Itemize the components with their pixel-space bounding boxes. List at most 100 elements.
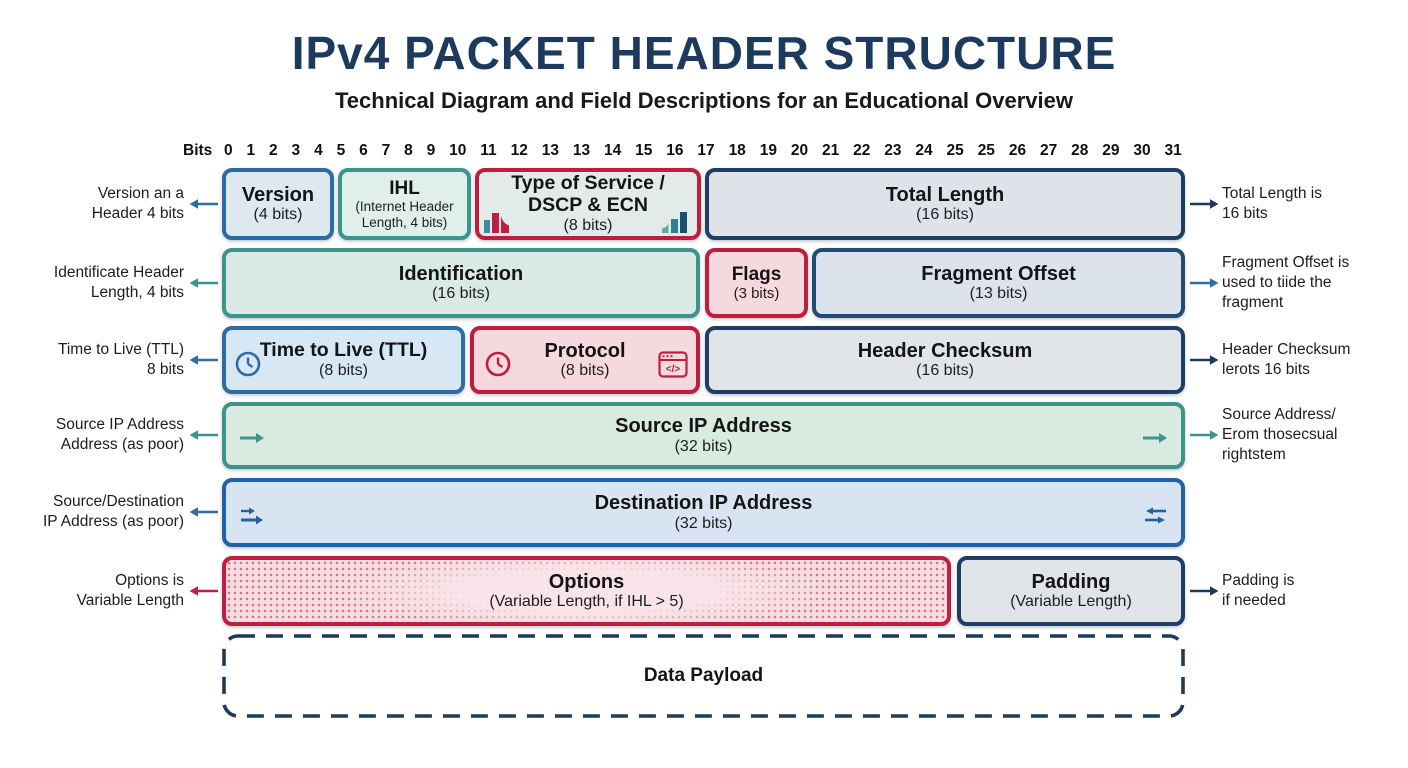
left-arrow-icon xyxy=(189,586,218,596)
right-label-total-length: Total Length is 16 bits xyxy=(1222,185,1322,222)
bit-tick: 4 xyxy=(314,142,323,159)
field-ihl: IHL (Internet Header Length, 4 bits) xyxy=(338,168,471,240)
right-label-fragment-offset: Fragment Offset is used to tiide the fra… xyxy=(1222,254,1350,311)
bit-tick: 7 xyxy=(381,142,391,159)
field-flags-title: Flags xyxy=(731,263,782,285)
field-identification-title: Identification xyxy=(398,262,524,285)
field-padding-title: Padding xyxy=(1031,570,1111,593)
bit-tick: 28 xyxy=(1071,142,1089,159)
bit-tick: 13 xyxy=(572,142,591,159)
right-label-header-checksum: Header Checksum lerots 16 bits xyxy=(1222,341,1351,378)
left-label-options: Options is Variable Length xyxy=(76,572,184,609)
bit-tick: 16 xyxy=(666,142,684,159)
clock-icon xyxy=(485,351,511,377)
left-label-destination-ip: Source/Destination IP Address (as poor) xyxy=(42,493,184,530)
field-header-checksum-title: Header Checksum xyxy=(857,339,1033,362)
bit-tick: 15 xyxy=(635,142,653,159)
bit-tick: 8 xyxy=(404,142,413,159)
field-destination-ip-sub: (32 bits) xyxy=(674,514,733,532)
field-protocol: </> Protocol (8 bits) xyxy=(470,326,700,394)
field-data-payload: Data Payload xyxy=(222,634,1185,718)
field-fragment-offset-title: Fragment Offset xyxy=(921,262,1076,285)
left-right-arrows-icon xyxy=(1145,507,1166,524)
field-data-payload-title: Data Payload xyxy=(643,665,764,686)
field-destination-ip-title: Destination IP Address xyxy=(594,492,813,515)
right-arrow-icon xyxy=(1190,278,1219,288)
bit-tick: 0 xyxy=(224,142,233,159)
bit-tick: 23 xyxy=(884,142,902,159)
right-arrow-icon xyxy=(1190,430,1219,440)
dashed-border xyxy=(222,634,1185,718)
bit-tick: 25 xyxy=(946,142,964,159)
bit-tick: 5 xyxy=(336,142,346,159)
left-label-version: Version an a Header 4 bits xyxy=(91,185,184,222)
right-arrow-icon xyxy=(1143,433,1167,443)
bit-tick: 31 xyxy=(1164,142,1182,159)
bit-tick: 2 xyxy=(269,142,278,159)
field-type-of-service-sub: (8 bits) xyxy=(563,216,613,234)
field-ihl-title: IHL xyxy=(389,177,420,199)
field-header-checksum: Header Checksum (16 bits) xyxy=(705,326,1185,394)
field-source-ip-sub: (32 bits) xyxy=(674,437,733,455)
bit-tick: 30 xyxy=(1133,142,1151,159)
right-arrow-icon xyxy=(1190,199,1219,209)
field-protocol-sub: (8 bits) xyxy=(560,362,610,379)
left-arrow-icon xyxy=(189,199,218,209)
page-subtitle: Technical Diagram and Field Descriptions… xyxy=(334,88,1073,113)
bit-tick: 29 xyxy=(1102,142,1120,159)
svg-text:</>: </> xyxy=(666,364,681,375)
field-total-length-title: Total Length xyxy=(885,183,1005,206)
bit-tick: 22 xyxy=(853,142,871,159)
field-type-of-service-title: Type of Service / DSCP & ECN xyxy=(511,171,665,216)
field-protocol-title: Protocol xyxy=(544,339,626,362)
left-arrow-icon xyxy=(189,278,218,288)
field-source-ip-title: Source IP Address xyxy=(615,415,792,438)
bit-tick: 3 xyxy=(291,142,301,159)
field-fragment-offset: Fragment Offset (13 bits) xyxy=(812,248,1185,318)
bit-tick: 12 xyxy=(510,142,528,159)
bit-tick: 9 xyxy=(426,142,436,159)
left-label-source-ip: Source IP Address Address (as poor) xyxy=(55,416,184,453)
left-arrow-icon xyxy=(189,507,218,517)
bit-tick: 17 xyxy=(697,142,715,159)
right-arrow-icon xyxy=(240,433,264,443)
right-label-padding: Padding is if needed xyxy=(1222,572,1295,609)
left-label-identification: Identificate Header Length, 4 bits xyxy=(53,264,184,301)
bit-tick: 27 xyxy=(1039,142,1058,159)
bit-tick: 24 xyxy=(915,142,933,159)
left-arrow-icon xyxy=(189,355,218,365)
field-header-checksum-sub: (16 bits) xyxy=(916,362,974,379)
code-window-icon: </> xyxy=(658,351,688,378)
field-padding: Padding (Variable Length) xyxy=(957,556,1185,626)
field-type-of-service: Type of Service / DSCP & ECN (8 bits) xyxy=(475,168,701,240)
bit-tick: 26 xyxy=(1008,142,1027,159)
field-flags-sub: (3 bits) xyxy=(733,285,780,302)
bit-tick: 13 xyxy=(541,142,559,159)
bit-tick: 19 xyxy=(759,142,777,159)
left-label-ttl: Time to Live (TTL) 8 bits xyxy=(57,341,184,378)
page-title: IPv4 PACKET HEADER STRUCTURE xyxy=(291,27,1117,79)
field-version-title: Version xyxy=(241,183,315,206)
field-version: Version (4 bits) xyxy=(222,168,334,240)
right-arrow-icon xyxy=(1190,586,1219,596)
field-total-length-sub: (16 bits) xyxy=(916,206,974,223)
field-padding-sub: (Variable Length) xyxy=(1010,593,1132,610)
bit-tick: 18 xyxy=(728,142,746,159)
field-fragment-offset-sub: (13 bits) xyxy=(969,285,1028,302)
field-identification: Identification (16 bits) xyxy=(222,248,700,318)
bits-axis-label: Bits xyxy=(183,142,213,159)
bit-tick: 10 xyxy=(449,142,467,159)
right-label-source-address: Source Address/ Erom thosecsual rightste… xyxy=(1222,406,1338,463)
field-ttl-sub: (8 bits) xyxy=(319,361,368,379)
bit-tick: 14 xyxy=(604,142,622,159)
clock-icon xyxy=(235,351,261,377)
field-ttl-title: Time to Live (TTL) xyxy=(259,338,428,361)
bit-tick: 25 xyxy=(977,142,995,159)
field-destination-ip: Destination IP Address (32 bits) xyxy=(222,478,1185,547)
bit-tick: 1 xyxy=(246,142,256,159)
bit-tick: 21 xyxy=(821,142,840,159)
field-options-sub: (Variable Length, if IHL > 5) xyxy=(489,593,684,610)
field-source-ip: Source IP Address (32 bits) xyxy=(222,402,1185,469)
field-options: Options (Variable Length, if IHL > 5) xyxy=(222,556,951,626)
